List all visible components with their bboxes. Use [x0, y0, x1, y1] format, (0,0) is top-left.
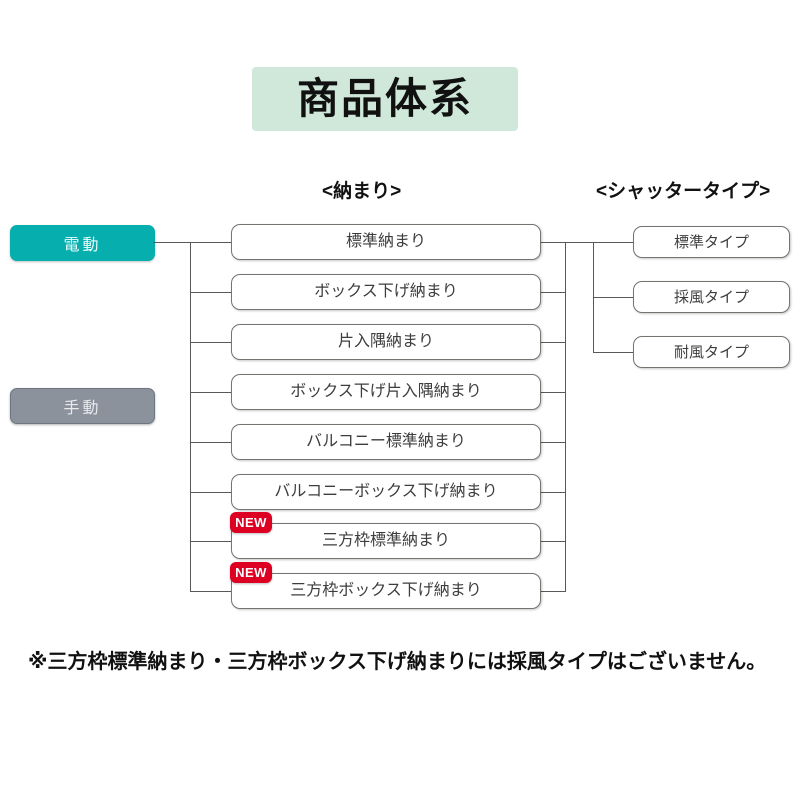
connector-branch-right-2 — [541, 292, 566, 293]
connector-right-collector — [565, 242, 566, 591]
column-header-shutter-type: <シャッタータイプ> — [596, 181, 771, 202]
osamari-node-4-label: ボックス下げ片入隅納まり — [290, 383, 482, 400]
connector-branch-right-4 — [541, 392, 566, 393]
osamari-node-2-label: ボックス下げ納まり — [314, 283, 458, 300]
connector-branch-left-7 — [190, 541, 231, 542]
connector-branch-left-8 — [190, 591, 231, 592]
connector-branch-right-1 — [541, 242, 566, 243]
connector-branch-left-6 — [190, 492, 231, 493]
osamari-node-6-label: バルコニーボックス下げ納まり — [274, 483, 498, 500]
page-title: 商品体系 — [296, 75, 473, 122]
osamari-node-5[interactable]: バルコニー標準納まり — [231, 424, 541, 460]
page-title-box: 商品体系 — [252, 67, 518, 131]
osamari-node-7-label: 三方枠標準納まり — [321, 532, 450, 549]
new-badge-osamari-node-8: NEW — [230, 562, 272, 583]
osamari-node-6[interactable]: バルコニーボックス下げ納まり — [231, 474, 541, 510]
mode-button-manual-label: 手動 — [63, 400, 102, 417]
connector-branch-left-3 — [190, 342, 231, 343]
osamari-node-3[interactable]: 片入隅納まり — [231, 324, 541, 360]
osamari-node-4[interactable]: ボックス下げ片入隅納まり — [231, 374, 541, 410]
column-header-osamari: <納まり> — [322, 181, 402, 202]
new-badge-osamari-node-7: NEW — [230, 512, 272, 533]
connector-branch-left-5 — [190, 442, 231, 443]
shutter-type-node-1[interactable]: 標準タイプ — [633, 226, 790, 258]
connector-branch-right-7 — [541, 541, 566, 542]
shutter-type-node-2-label: 採風タイプ — [673, 288, 749, 306]
osamari-node-1-label: 標準納まり — [345, 233, 426, 250]
connector-left-trunk — [190, 242, 191, 591]
osamari-node-1[interactable]: 標準納まり — [231, 224, 541, 260]
mode-button-manual[interactable]: 手動 — [10, 388, 155, 424]
osamari-node-8-label: 三方枠ボックス下げ納まり — [290, 582, 482, 599]
connector-branch-right-6 — [541, 492, 566, 493]
connector-collector-to-shutter-trunk — [565, 242, 594, 243]
connector-shutter-branch-3 — [593, 352, 633, 353]
osamari-node-7[interactable]: 三方枠標準納まり — [231, 523, 541, 559]
connector-branch-left-4 — [190, 392, 231, 393]
connector-electric-to-trunk — [153, 242, 190, 243]
connector-shutter-branch-2 — [593, 297, 633, 298]
shutter-type-node-3-label: 耐風タイプ — [673, 343, 749, 361]
mode-button-electric[interactable]: 電動 — [10, 225, 155, 261]
shutter-type-node-1-label: 標準タイプ — [673, 233, 749, 251]
connector-branch-right-5 — [541, 442, 566, 443]
connector-branch-left-2 — [190, 292, 231, 293]
osamari-node-8[interactable]: 三方枠ボックス下げ納まり — [231, 573, 541, 609]
osamari-node-3-label: 片入隅納まり — [337, 333, 434, 350]
connector-shutter-branch-1 — [593, 242, 633, 243]
mode-button-electric-label: 電動 — [63, 237, 102, 254]
shutter-type-node-2[interactable]: 採風タイプ — [633, 281, 790, 313]
connector-branch-left-1 — [190, 242, 231, 243]
osamari-node-5-label: バルコニー標準納まり — [306, 433, 466, 450]
shutter-type-node-3[interactable]: 耐風タイプ — [633, 336, 790, 368]
osamari-node-2[interactable]: ボックス下げ納まり — [231, 274, 541, 310]
footnote: ※三方枠標準納まり・三方枠ボックス下げ納まりには採風タイプはございません。 — [28, 651, 767, 673]
connector-branch-right-3 — [541, 342, 566, 343]
connector-branch-right-8 — [541, 591, 566, 592]
